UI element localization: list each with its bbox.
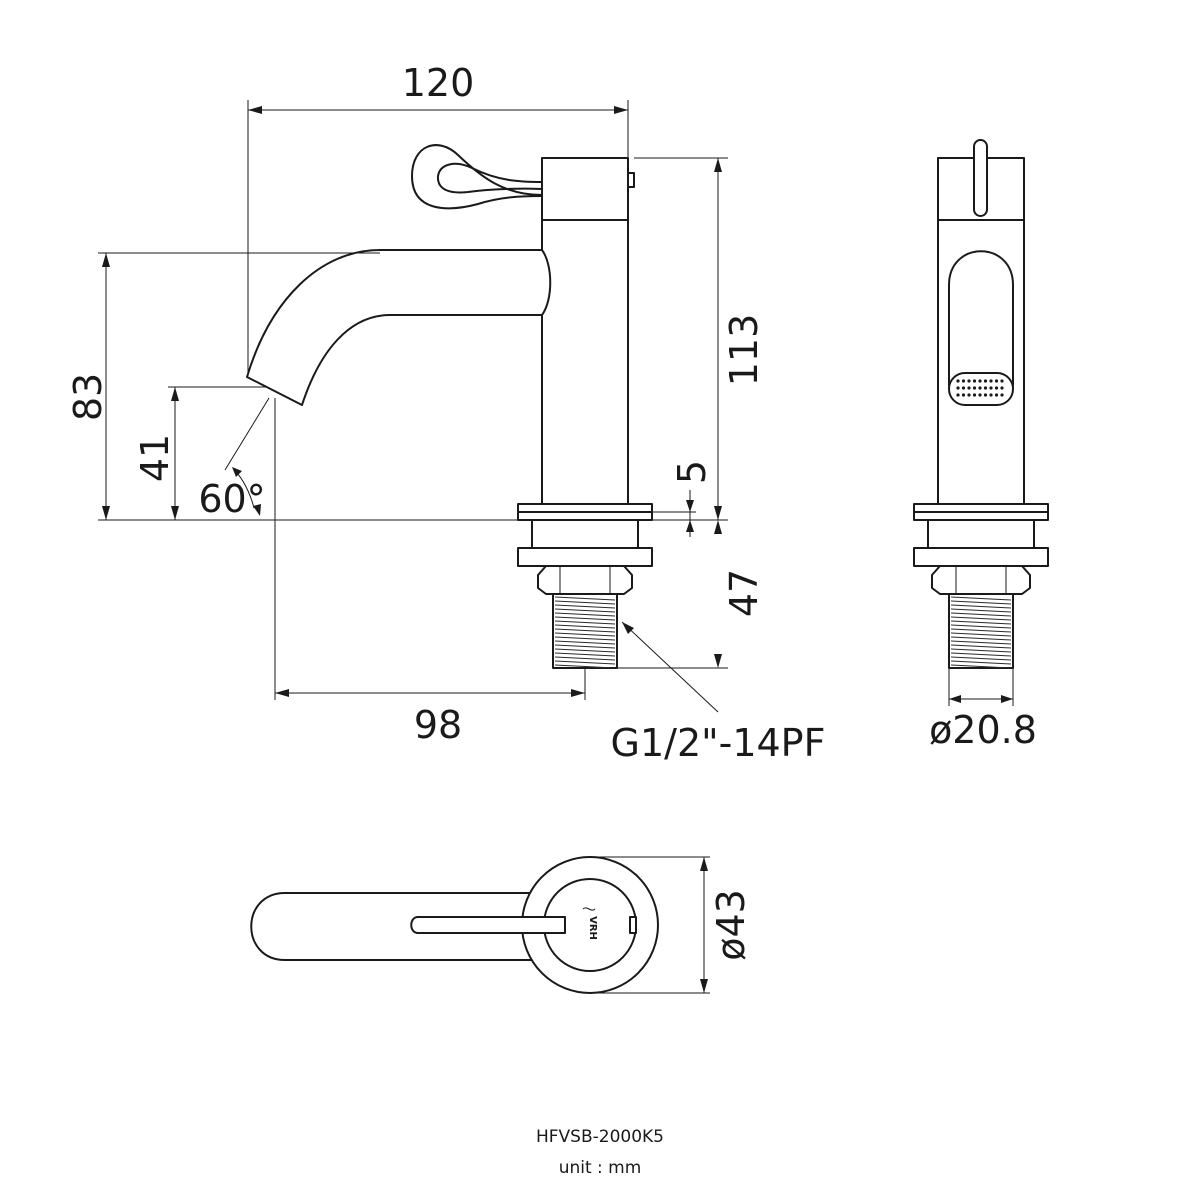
model-number: HFVSB-2000K5: [536, 1127, 664, 1147]
handle-loop: [410, 144, 543, 210]
aerator: [948, 372, 1014, 406]
front-flange: [913, 503, 1049, 513]
thread-spec: G1/2"-14PF: [611, 721, 826, 765]
cap-button: [627, 172, 635, 188]
dim-shank-diameter: ø20.8: [929, 708, 1037, 752]
logo-text: VRH: [587, 916, 598, 940]
dim-spout-height-83: 83: [66, 373, 110, 421]
dim-flange-5: 5: [670, 460, 714, 484]
handle-stem: [436, 162, 543, 194]
front-nut: [931, 565, 1031, 595]
dim-outlet-height-41: 41: [133, 434, 177, 482]
side-view-dimensions: 120 113 83 41 60° 5: [66, 61, 825, 765]
front-view: ø20.8: [913, 139, 1049, 752]
dim-height-113: 113: [722, 314, 766, 387]
lock-nut: [537, 565, 633, 595]
front-counter-plate: [927, 519, 1035, 549]
side-view: [246, 144, 653, 669]
logo: VRH: [582, 907, 598, 940]
top-button: [629, 916, 637, 934]
top-slot: [410, 916, 566, 934]
front-washer: [913, 547, 1049, 567]
front-thread-lines: [950, 596, 1012, 669]
washer: [517, 547, 653, 567]
unit-label: unit : mm: [559, 1158, 642, 1178]
dim-shank-47: 47: [722, 569, 766, 617]
counter-plate: [531, 519, 639, 549]
dim-width-120: 120: [402, 61, 475, 105]
front-handle: [973, 139, 988, 217]
faucet-body: [541, 219, 629, 505]
dim-base-diameter: ø43: [709, 889, 753, 961]
front-base-plate: [913, 511, 1049, 521]
thread-lines: [554, 596, 616, 669]
top-lever: [250, 892, 561, 961]
faucet-cap: [541, 157, 629, 221]
top-view: VRH ø43: [250, 856, 753, 994]
base-plate: [517, 511, 653, 521]
dim-angle-60: 60°: [198, 477, 265, 521]
base-flange: [517, 503, 653, 513]
spout: [246, 249, 552, 406]
dim-reach-98: 98: [414, 703, 462, 747]
